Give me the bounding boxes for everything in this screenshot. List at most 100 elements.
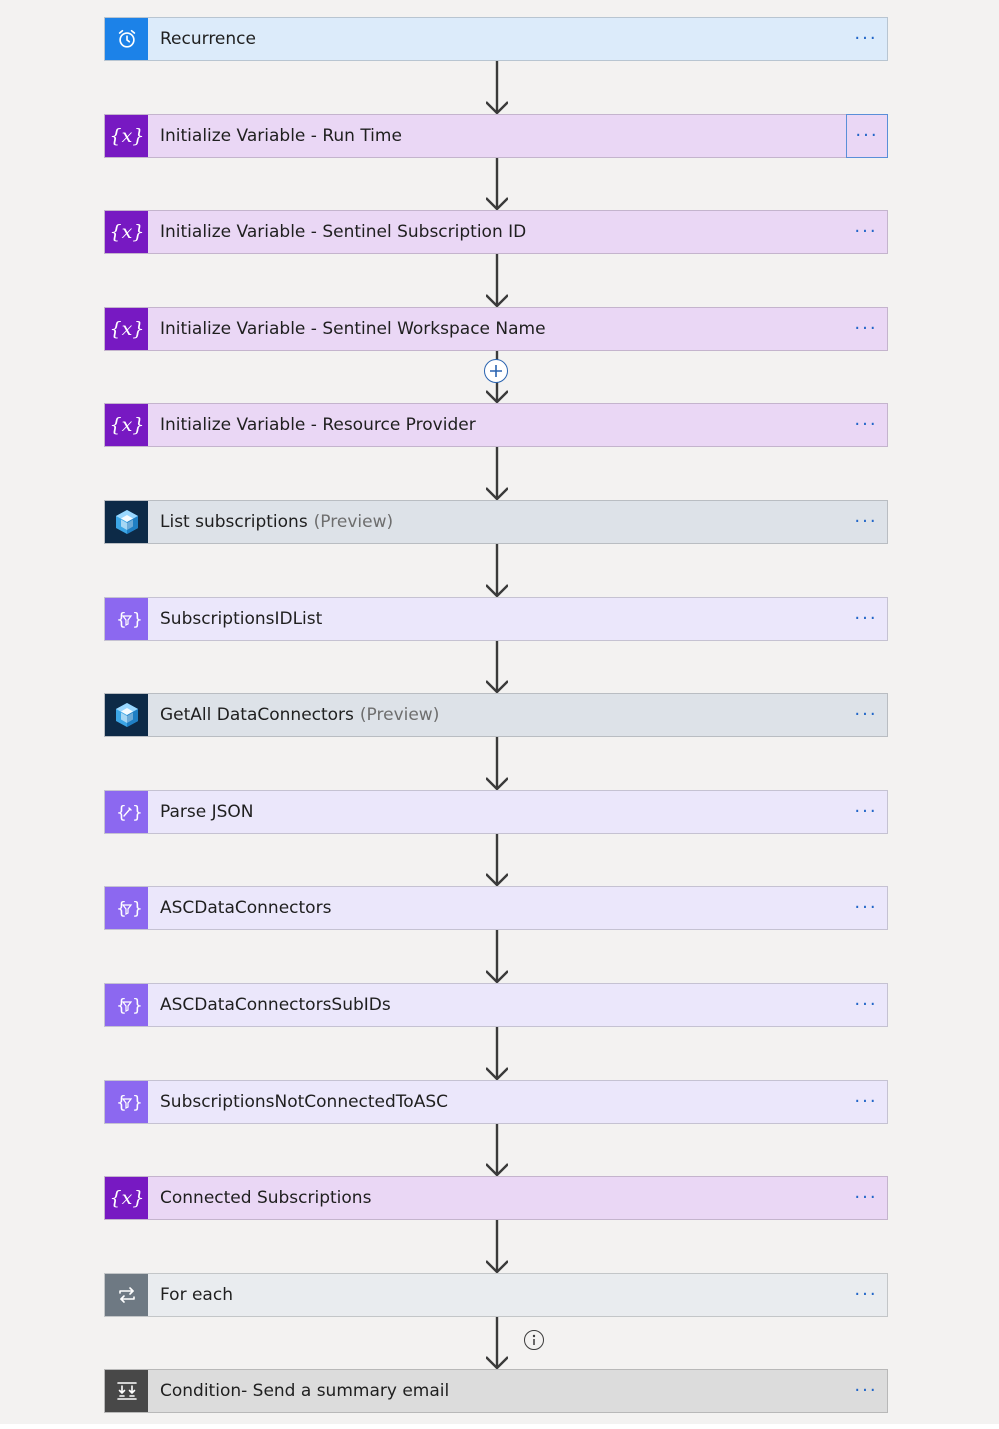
svg-text:}: } (132, 610, 141, 630)
step-more-menu-button[interactable]: ··· (854, 896, 878, 918)
preview-tag: (Preview) (313, 512, 394, 532)
parse-json-icon: {} (105, 791, 148, 833)
info-icon[interactable] (524, 1330, 544, 1350)
alarm-clock-icon (105, 18, 148, 60)
step-title-text: Initialize Variable - Sentinel Subscript… (160, 222, 527, 242)
cube-icon (105, 694, 148, 736)
flow-step[interactable]: {} Parse JSON ··· (104, 790, 888, 834)
step-title-text: Initialize Variable - Resource Provider (160, 415, 476, 435)
svg-text:{x}: {x} (111, 318, 143, 340)
connector-arrow (486, 61, 508, 114)
step-title: Condition- Send a summary email (148, 1370, 845, 1412)
flow-step[interactable]: {x} Initialize Variable - Sentinel Subscr… (104, 210, 888, 254)
step-more-menu-button[interactable]: ··· (854, 607, 878, 629)
flow-step[interactable]: Condition- Send a summary email ··· (104, 1369, 888, 1413)
flow-step[interactable]: List subscriptions(Preview) ··· (104, 500, 888, 544)
connector-arrow (486, 930, 508, 983)
flow-step[interactable]: {} ASCDataConnectorsSubIDs ··· (104, 983, 888, 1027)
step-title: Initialize Variable - Sentinel Subscript… (148, 211, 845, 253)
step-title: ASCDataConnectorsSubIDs (148, 984, 845, 1026)
preview-tag: (Preview) (359, 705, 440, 725)
step-title: List subscriptions(Preview) (148, 501, 845, 543)
flow-step[interactable]: {} ASCDataConnectors ··· (104, 886, 888, 930)
step-title-text: GetAll DataConnectors (160, 705, 354, 725)
flow-step[interactable]: {x} Initialize Variable - Resource Provid… (104, 403, 888, 447)
connector-arrow (486, 834, 508, 886)
step-title: SubscriptionsIDList (148, 598, 845, 640)
step-title: ASCDataConnectors (148, 887, 845, 929)
step-more-menu-button[interactable]: ··· (854, 703, 878, 725)
variable-icon: {x} (105, 115, 148, 157)
svg-text:{: { (116, 996, 127, 1016)
step-title-text: ASCDataConnectorsSubIDs (160, 995, 391, 1015)
filter-array-icon: {} (105, 1081, 148, 1123)
flow-step[interactable]: {}SubscriptionsIDList··· (104, 597, 888, 641)
connector-arrow (486, 737, 508, 790)
svg-text:}: } (132, 1093, 141, 1113)
variable-icon: {x} (105, 404, 148, 446)
step-more-menu-button[interactable]: ··· (854, 1283, 878, 1305)
cube-icon (105, 501, 148, 543)
step-title: Connected Subscriptions (148, 1177, 845, 1219)
flow-step[interactable]: {x}Connected Subscriptions ··· (104, 1176, 888, 1220)
step-more-menu-button[interactable]: ··· (854, 800, 878, 822)
variable-icon: {x} (105, 1177, 148, 1219)
step-title: For each (148, 1274, 845, 1316)
step-title-text: SubscriptionsNotConnectedToASC (160, 1092, 448, 1112)
step-title: Recurrence (148, 18, 845, 60)
flow-step[interactable]: {x}Initialize Variable - Run Time··· (104, 114, 888, 158)
flow-step[interactable]: {x}Initialize Variable - Sentinel Worksp… (104, 307, 888, 351)
canvas-bottom-edge (0, 1424, 999, 1429)
step-more-menu-button[interactable]: ··· (854, 510, 878, 532)
flow-step[interactable]: GetAll DataConnectors(Preview) ··· (104, 693, 888, 737)
filter-array-icon: {} (105, 598, 148, 640)
insert-step-button[interactable] (484, 359, 508, 383)
step-title: SubscriptionsNotConnectedToASC (148, 1081, 845, 1123)
connector-arrow (486, 1027, 508, 1080)
connector-arrow (486, 158, 508, 210)
step-title-text: Condition- Send a summary email (160, 1381, 450, 1401)
variable-icon: {x} (105, 211, 148, 253)
svg-text:{: { (116, 803, 127, 823)
step-title: Initialize Variable - Resource Provider (148, 404, 845, 446)
connector-arrow (486, 254, 508, 307)
step-more-menu-button[interactable]: ··· (846, 114, 888, 158)
step-more-menu-button[interactable]: ··· (854, 413, 878, 435)
step-title-text: For each (160, 1285, 233, 1305)
svg-text:{x}: {x} (111, 125, 143, 147)
loop-icon (105, 1274, 148, 1316)
svg-text:{: { (116, 899, 127, 919)
flow-step[interactable]: For each ··· (104, 1273, 888, 1317)
step-more-menu-button[interactable]: ··· (854, 27, 878, 49)
svg-text:{x}: {x} (111, 221, 143, 243)
svg-text:{: { (116, 610, 127, 630)
connector-arrow (486, 1124, 508, 1176)
step-title-text: ASCDataConnectors (160, 898, 332, 918)
connector-arrow (486, 544, 508, 597)
connector-arrow (486, 447, 508, 500)
svg-text:{: { (116, 1093, 127, 1113)
step-title: Initialize Variable - Sentinel Workspace… (148, 308, 845, 350)
variable-icon: {x} (105, 308, 148, 350)
condition-icon (105, 1370, 148, 1412)
step-more-menu-button[interactable]: ··· (854, 1186, 878, 1208)
step-title: Parse JSON (148, 791, 845, 833)
svg-text:{x}: {x} (111, 414, 143, 436)
svg-text:}: } (132, 996, 141, 1016)
step-more-menu-button[interactable]: ··· (854, 993, 878, 1015)
step-more-menu-button[interactable]: ··· (854, 317, 878, 339)
connector-arrow (486, 1220, 508, 1273)
flow-step[interactable]: {} SubscriptionsNotConnectedToASC ··· (104, 1080, 888, 1124)
step-more-menu-button[interactable]: ··· (854, 1090, 878, 1112)
connector-arrow (486, 641, 508, 693)
step-more-menu-button[interactable]: ··· (854, 1379, 878, 1401)
step-title: GetAll DataConnectors(Preview) (148, 694, 845, 736)
step-title-text: Parse JSON (160, 802, 254, 822)
flow-step[interactable]: Recurrence ··· (104, 17, 888, 61)
step-title-text: Recurrence (160, 29, 256, 49)
svg-text:}: } (132, 899, 141, 919)
step-more-menu-button[interactable]: ··· (854, 220, 878, 242)
step-title: Initialize Variable - Run Time (148, 115, 846, 157)
connector-arrow (486, 1317, 508, 1369)
